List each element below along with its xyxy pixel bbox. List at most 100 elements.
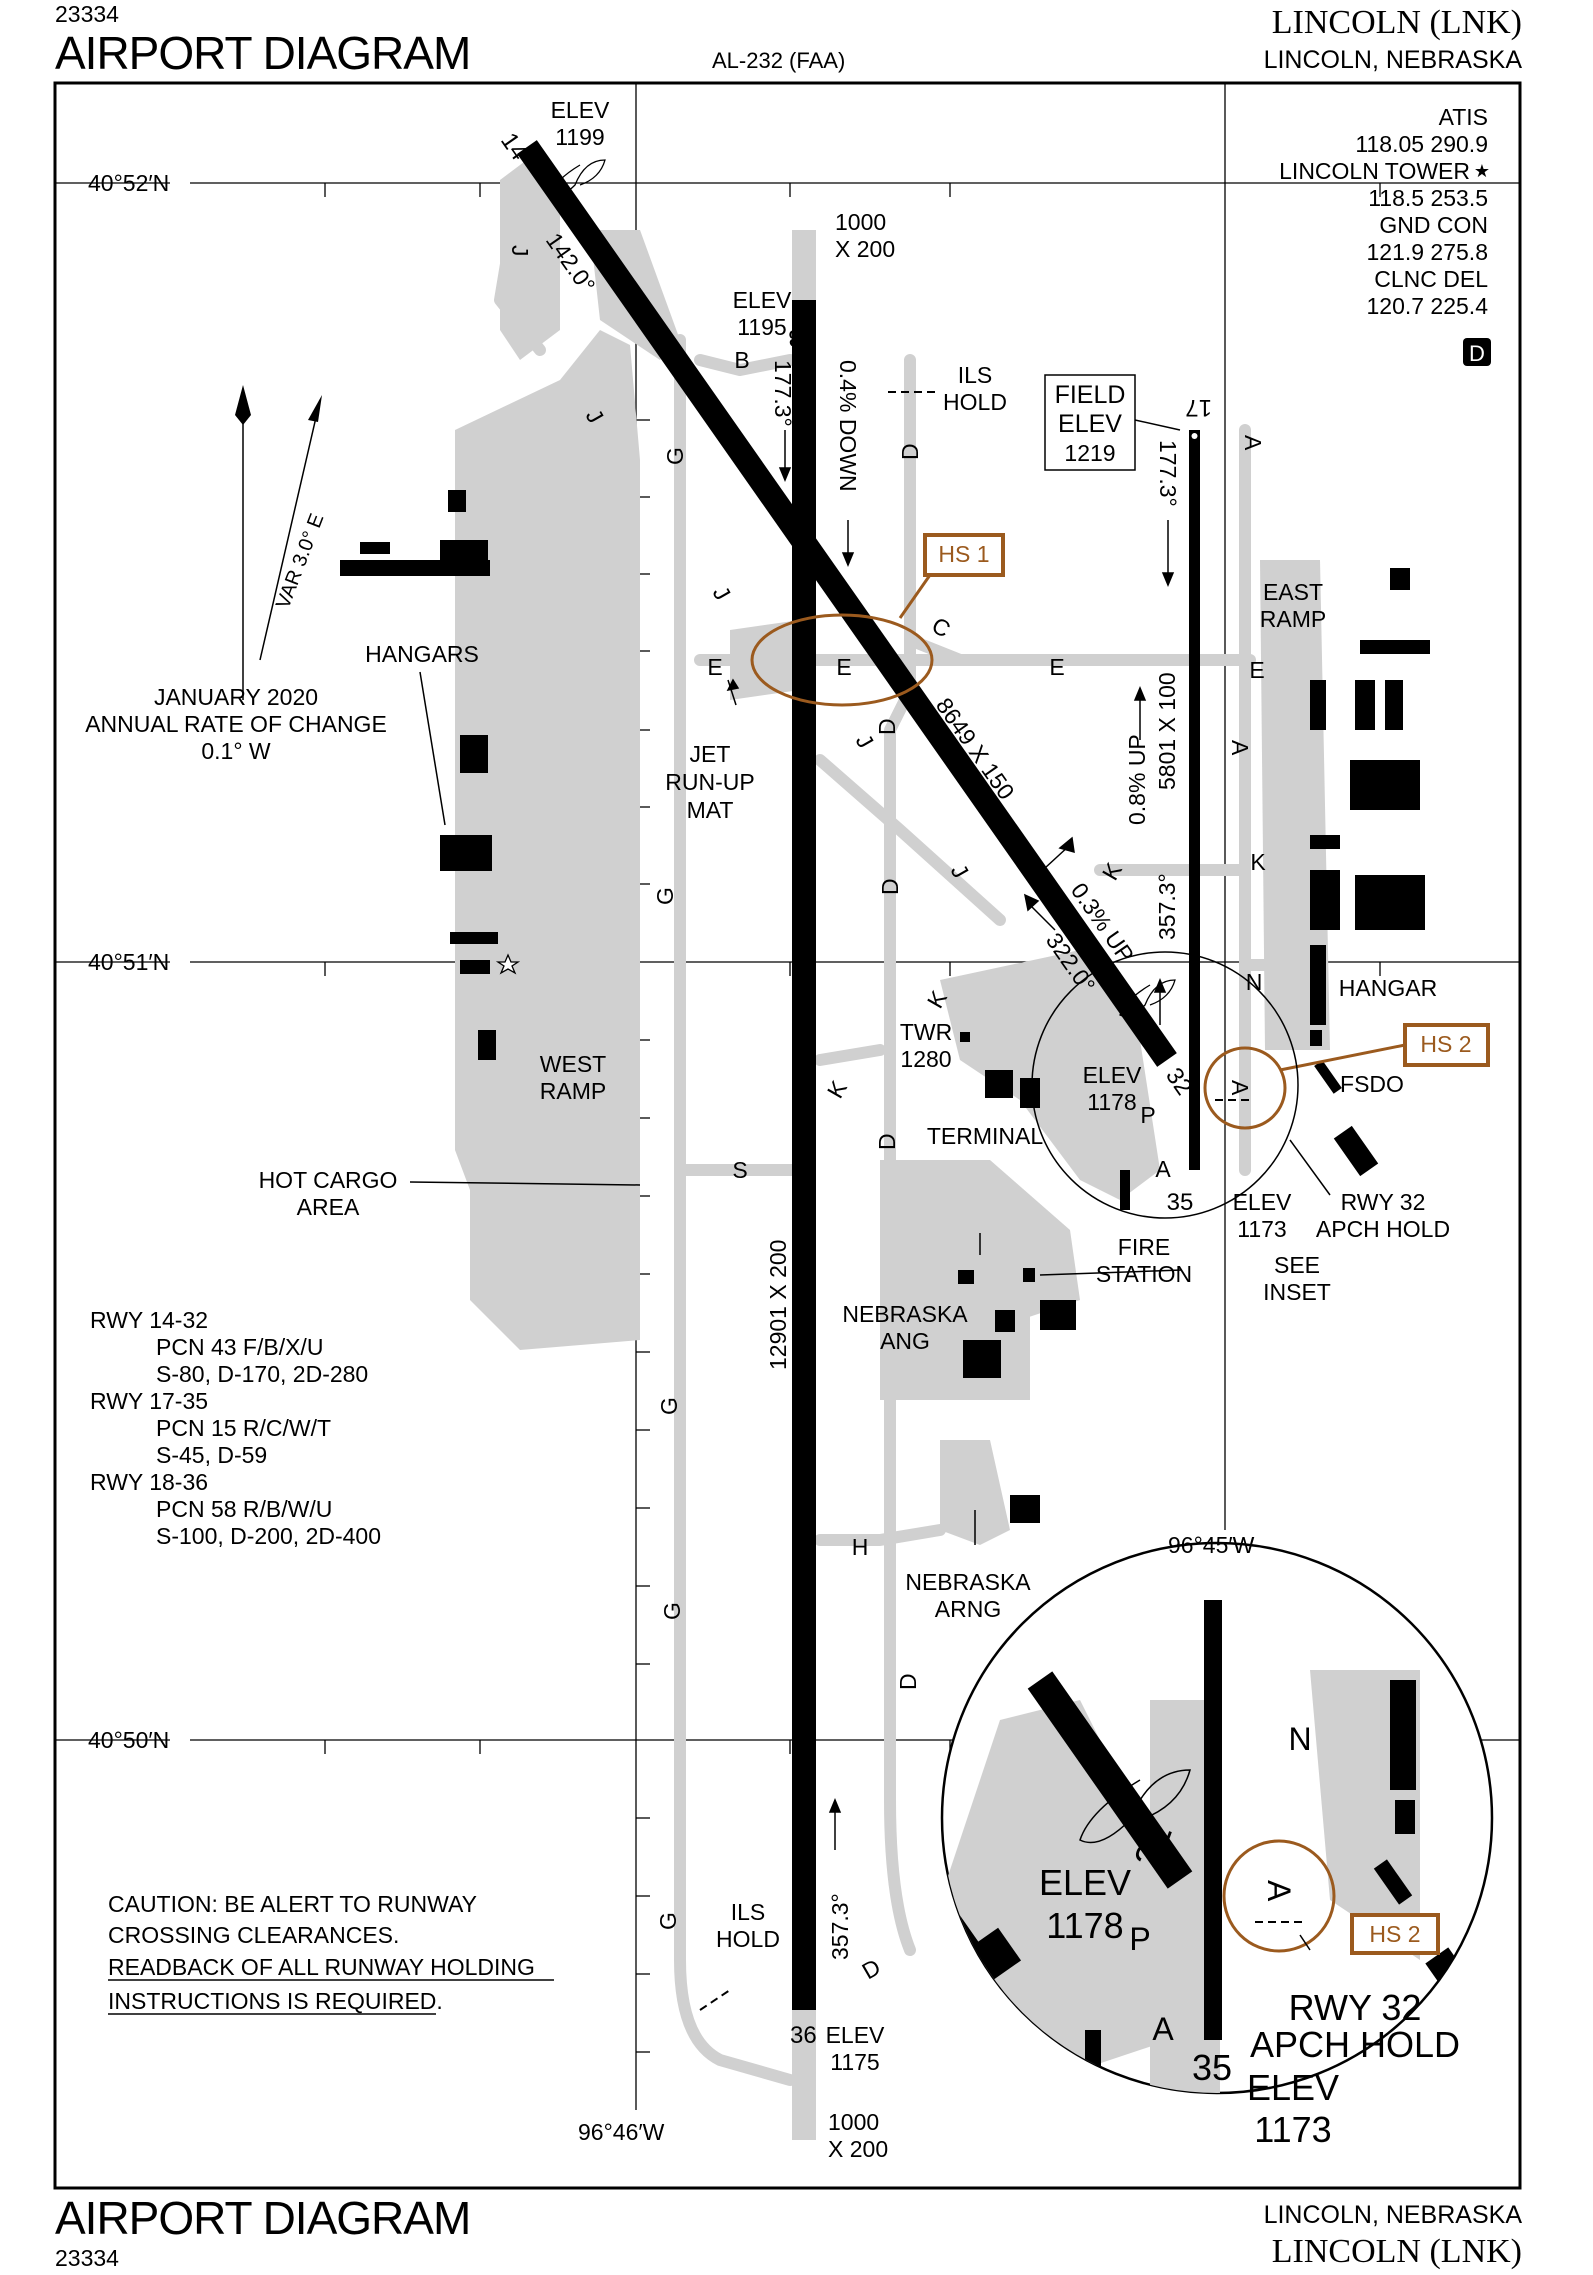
rwy36-pad-2: X 200 bbox=[828, 2136, 888, 2162]
lon-label-2: 96°46′W bbox=[578, 2119, 665, 2145]
rwy32-hold-leader bbox=[1289, 1139, 1331, 1196]
magnetic-north-arrow-icon bbox=[308, 395, 322, 422]
east-ramp-building bbox=[1360, 640, 1430, 654]
taxiway-label-g: G bbox=[662, 447, 688, 465]
ang-building bbox=[995, 1310, 1015, 1332]
arng-label-2: ARNG bbox=[935, 1596, 1001, 1622]
rwy36-heading: 357.3° bbox=[827, 1893, 853, 1960]
gnd-label: GND CON bbox=[1379, 212, 1488, 238]
lat-label-2: 40°51′N bbox=[88, 949, 169, 975]
rwy36-elev-label: ELEV bbox=[826, 2022, 885, 2048]
inset-taxiway-p: P bbox=[1129, 1921, 1150, 1957]
taxiway-label-e: E bbox=[1249, 657, 1264, 683]
inset-rwy35-number: 35 bbox=[1192, 2047, 1232, 2088]
field-elev-line2: ELEV bbox=[1058, 410, 1122, 438]
taxiway-label-a: A bbox=[1240, 435, 1266, 451]
pcn-line-1: RWY 14-32 bbox=[90, 1307, 208, 1333]
true-north-arrow-icon bbox=[235, 385, 251, 425]
hotspot-1-box bbox=[923, 533, 1005, 577]
taxiway-label-e: E bbox=[707, 654, 722, 680]
fsdo-label: FSDO bbox=[1340, 1071, 1404, 1097]
ang-label-1: NEBRASKA bbox=[842, 1301, 968, 1327]
inset-taxiway-a-2: A bbox=[1261, 1880, 1297, 1902]
east-ramp-building bbox=[1310, 870, 1340, 930]
rwy18-pad-2: X 200 bbox=[835, 236, 895, 262]
rwy17-number: 17 bbox=[1185, 394, 1212, 421]
chart-id-bottom: 23334 bbox=[55, 2245, 119, 2271]
approach-light-icon bbox=[1119, 979, 1176, 1017]
hotspot-1-ellipse bbox=[750, 613, 934, 707]
east-ramp-building bbox=[1355, 875, 1425, 930]
tower-label: LINCOLN TOWER bbox=[1279, 158, 1470, 184]
buildings bbox=[340, 490, 1430, 1523]
pcn-line-2: PCN 43 F/B/X/U bbox=[156, 1334, 323, 1360]
rate-line-3: 0.1° W bbox=[201, 738, 271, 764]
hangar-small bbox=[460, 960, 490, 974]
hangar-small bbox=[448, 490, 466, 512]
terminal-building bbox=[985, 1070, 1013, 1098]
d-box-label: D bbox=[1469, 341, 1485, 366]
rwy18-elev-label: ELEV bbox=[733, 287, 792, 313]
taxiway-label-n: N bbox=[1246, 969, 1263, 995]
hot-cargo-leader bbox=[409, 1181, 641, 1186]
pcn-line-8: PCN 58 R/B/W/U bbox=[156, 1496, 332, 1522]
taxiway-label-a: A bbox=[1227, 1080, 1253, 1096]
atis-label: ATIS bbox=[1439, 104, 1488, 130]
rwy36-overrun bbox=[792, 2010, 816, 2140]
east-ramp-label-2: RAMP bbox=[1260, 606, 1326, 632]
clnc-freq: 120.7 225.4 bbox=[1366, 293, 1488, 319]
rwy18-elev: 1195 bbox=[737, 314, 786, 340]
taxiway-label-d: D bbox=[877, 878, 903, 895]
hangars-leader bbox=[419, 671, 446, 826]
rwy18-dims: 12901 X 200 bbox=[765, 1240, 791, 1370]
west-ramp-pavement bbox=[455, 330, 640, 1350]
magnetic-north-line bbox=[259, 399, 321, 661]
hold-lines bbox=[699, 391, 1250, 2011]
fire-station-label-2: STATION bbox=[1096, 1261, 1192, 1287]
rate-line-1: JANUARY 2020 bbox=[154, 684, 318, 710]
taxiway-label-a: A bbox=[1227, 740, 1253, 756]
fire-station-label-1: FIRE bbox=[1118, 1234, 1170, 1260]
fire-station-building bbox=[1120, 1170, 1130, 1210]
atis-freq: 118.05 290.9 bbox=[1355, 131, 1488, 157]
taxiway-label-j: J bbox=[507, 245, 533, 257]
ang-label-2: ANG bbox=[880, 1328, 930, 1354]
arng-apron bbox=[940, 1440, 1010, 1545]
taxiway-label-k: K bbox=[822, 1076, 853, 1103]
taxiway-label-j: J bbox=[708, 582, 736, 605]
rwy17-slope: 0.8% UP bbox=[1124, 734, 1150, 825]
taxiway-label-h: H bbox=[852, 1534, 869, 1560]
inset-elev-35-label: ELEV bbox=[1247, 2067, 1339, 2108]
hangar-large bbox=[440, 540, 488, 575]
leader-lines bbox=[409, 419, 1331, 1545]
taxiway-label-e: E bbox=[1049, 654, 1064, 680]
procedure-number: AL-232 (FAA) bbox=[712, 48, 846, 73]
ils-hold-south-label-2: HOLD bbox=[716, 1926, 780, 1952]
rwy18-heading: 177.3° bbox=[770, 360, 796, 427]
caution-line-2: CROSSING CLEARANCES. bbox=[108, 1922, 399, 1948]
inset-taxiway-n: N bbox=[1288, 1721, 1311, 1757]
taxiway-k-west bbox=[814, 1044, 886, 1066]
city-bottom: LINCOLN, NEBRASKA bbox=[1263, 2201, 1522, 2229]
hotspot-2-label: HS 2 bbox=[1420, 1031, 1471, 1057]
ang-building bbox=[958, 1270, 974, 1284]
hangar-small bbox=[360, 542, 390, 554]
airport-name-bottom: LINCOLN (LNK) bbox=[1271, 2233, 1522, 2270]
ang-hangar bbox=[963, 1340, 1001, 1378]
pcn-line-5: PCN 15 R/C/W/T bbox=[156, 1415, 331, 1441]
east-ramp-building bbox=[1350, 760, 1420, 810]
caution-line-4: INSTRUCTIONS IS REQUIRED. bbox=[108, 1988, 443, 2014]
hangar-small bbox=[478, 1030, 496, 1060]
taxiway-label-k: K bbox=[1097, 858, 1128, 885]
hot-cargo-label-2: AREA bbox=[297, 1194, 360, 1220]
runway-18-36 bbox=[792, 300, 816, 2010]
tower-star-icon: ★ bbox=[1474, 161, 1490, 181]
hangar-large bbox=[440, 835, 492, 871]
rwy14-elev: 1199 bbox=[555, 124, 604, 150]
taxiway-b bbox=[694, 354, 796, 376]
lat-label-3: 40°50′N bbox=[88, 1727, 169, 1753]
rwy36-elev: 1175 bbox=[830, 2049, 879, 2075]
tower-freq: 118.5 253.5 bbox=[1368, 185, 1488, 211]
rwy32-elev-label: ELEV bbox=[1083, 1062, 1142, 1088]
